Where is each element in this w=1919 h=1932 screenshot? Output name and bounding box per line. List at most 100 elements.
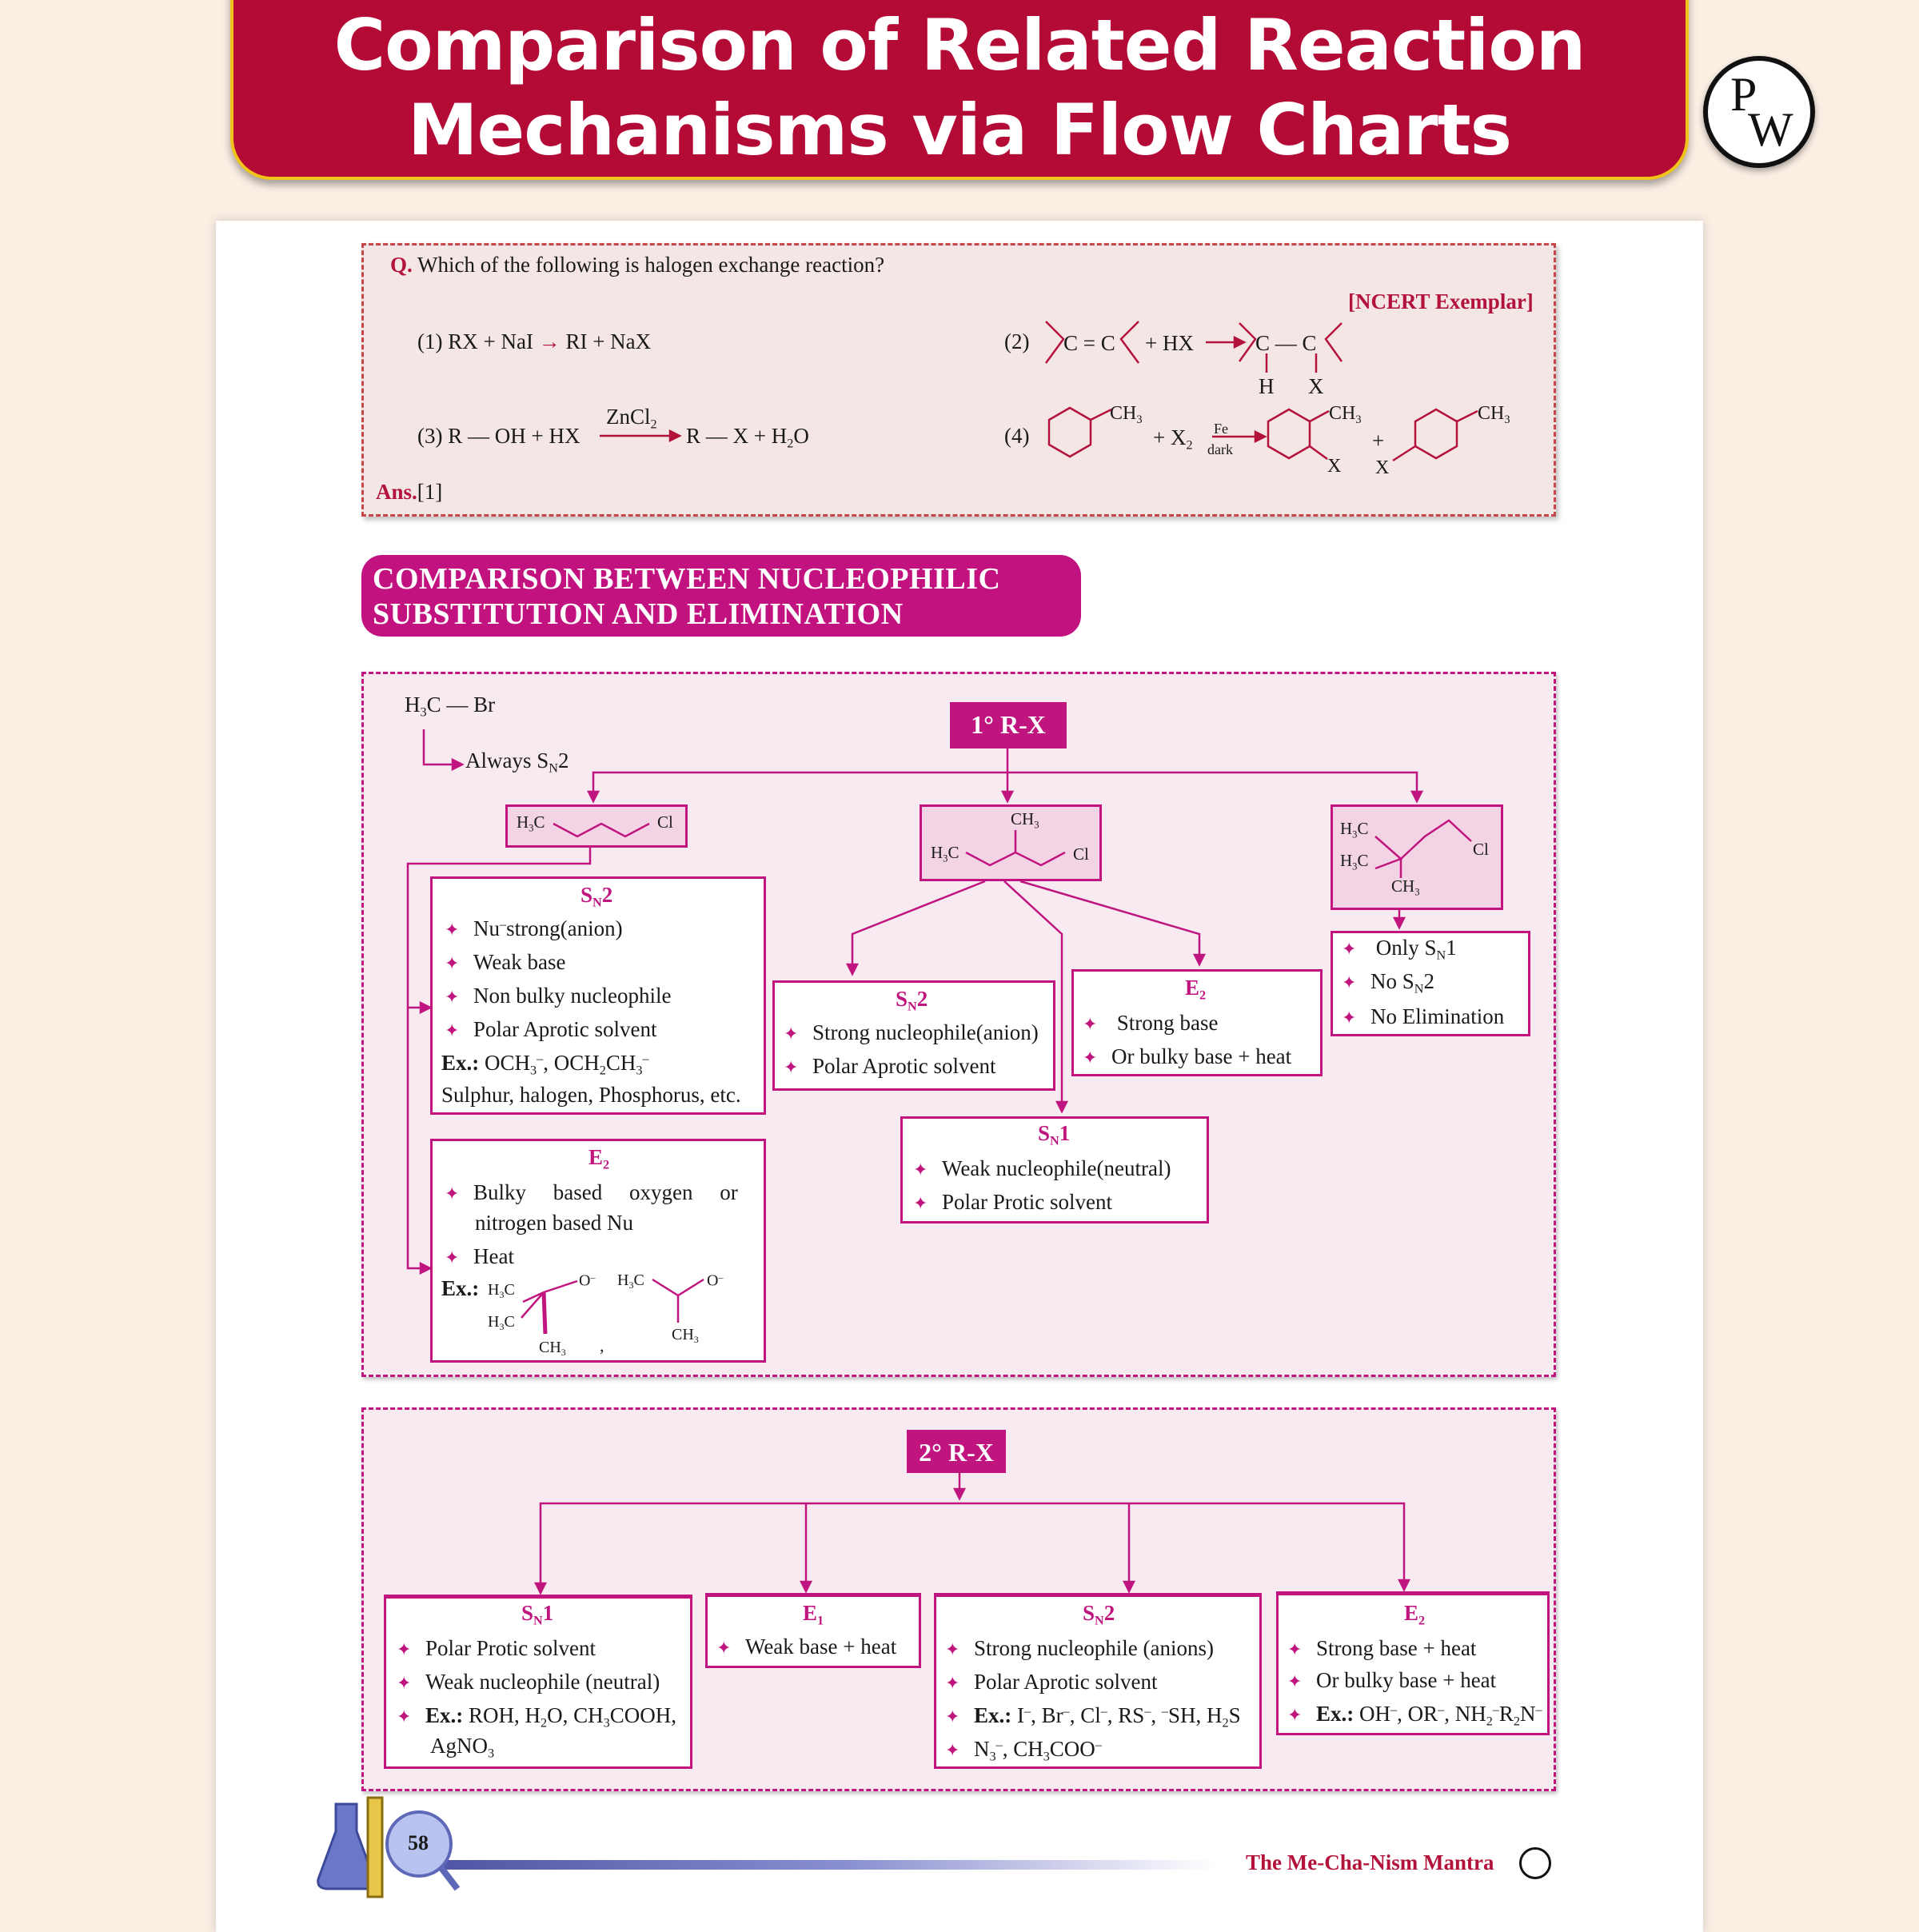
neo-item-2: ✦No SN2 <box>1342 969 1434 996</box>
substrate-2-isobutyl-box <box>920 804 1102 881</box>
ipro-o: O– <box>707 1271 724 1290</box>
ipro-ch3: CH3 <box>672 1326 699 1346</box>
footer-pw-logo-icon <box>1519 1847 1551 1879</box>
tbuo-o-bond <box>543 1279 578 1294</box>
secondary-sn2-head <box>1122 1580 1136 1594</box>
mid-sn2-item-1-text: Strong nucleophile(anion) <box>812 1020 1039 1044</box>
section-title: COMPARISON BETWEEN NUCLEOPHILIC SUBSTITU… <box>361 555 1081 666</box>
option-3-reactants: (3) R — OH + HX <box>417 424 580 448</box>
option-3-arrow-head <box>668 429 682 443</box>
methyl-bromide: H3C — Br <box>405 693 496 720</box>
mid-sn1-box <box>900 1116 1209 1223</box>
option-2-x: X <box>1308 374 1324 398</box>
primary-sn2-item-2-text: Weak base <box>473 950 566 974</box>
secondary-sn2-item-2: ✦Polar Aprotic solvent <box>945 1670 1158 1694</box>
primary-sn2-item-4: ✦Polar Aprotic solvent <box>445 1017 657 1041</box>
feed-e2-head <box>419 1261 433 1275</box>
option-2-arrow-head <box>1233 335 1247 349</box>
option-3-reagent-text: ZnCl <box>606 405 651 429</box>
mid-sn1-item-2: ✦Polar Protic solvent <box>913 1190 1112 1214</box>
primary-e2-item-1-cont: nitrogen based Nu <box>475 1211 633 1235</box>
primary-sn2-item-2: ✦Weak base <box>445 950 566 974</box>
primary-sn2-title-s: S <box>580 883 593 907</box>
option-2-alkene: C = C <box>1063 331 1115 355</box>
secondary-header-head <box>952 1487 967 1501</box>
secondary-e2-head <box>1397 1579 1411 1592</box>
mid-to-e2-line <box>1019 880 1201 960</box>
option-4-arrow-head <box>1254 429 1267 444</box>
primary-header: 1° R-X <box>950 702 1067 748</box>
substrate-3-cl: Cl <box>1473 840 1489 859</box>
methyl-arrow-line <box>422 729 457 766</box>
option-3-reagent: ZnCl2 <box>606 405 657 432</box>
question-line: Q. Which of the following is halogen exc… <box>390 253 884 277</box>
always-sn2: Always SN2 <box>465 748 569 776</box>
mid-sn1-item-1-text: Weak nucleophile(neutral) <box>942 1156 1171 1180</box>
primary-sn2-item-4-text: Polar Aprotic solvent <box>473 1017 657 1041</box>
mid-sn2-box <box>772 980 1055 1091</box>
secondary-e1-title-e: E <box>803 1601 818 1625</box>
secondary-sn2-title: SN2 <box>1083 1601 1115 1628</box>
example-comma: , <box>600 1335 604 1355</box>
question-text: Which of the following is halogen exchan… <box>417 253 885 277</box>
primary-sn2-ex-label: Ex.: <box>441 1051 480 1075</box>
primary-sn2-ex-text: OCH <box>485 1051 531 1075</box>
mid-e2-item-2: ✦Or bulky base + heat <box>1083 1044 1292 1068</box>
neo-item-2-text: No S <box>1370 969 1414 993</box>
mid-e2-box <box>1071 969 1323 1076</box>
page-banner: Comparison of Related Reaction Mechanism… <box>230 0 1689 180</box>
option-2-hx: + HX <box>1145 331 1194 355</box>
primary-e2-title: E2 <box>588 1145 610 1172</box>
logo-letter-w: W <box>1748 103 1793 156</box>
option-1-products: RI + NaX <box>565 329 652 353</box>
magnifier-icon-handle <box>438 1866 461 1891</box>
option-4-ch3-b: CH3 <box>1329 403 1362 427</box>
alkene-right-bonds <box>1119 321 1140 364</box>
benzene-2-methyl-bond <box>1309 409 1330 423</box>
primary-e2-item-1-text: Bulky based oxygen or <box>473 1180 738 1204</box>
secondary-sn2-box <box>934 1593 1262 1769</box>
footer-bar <box>400 1860 1215 1870</box>
substrate-2-h3c: H3C <box>931 843 960 864</box>
flask-icon-tube <box>366 1796 384 1898</box>
substrate-1-chain <box>553 822 650 838</box>
flask-icon-body <box>317 1802 377 1890</box>
primary-e2-box <box>430 1139 766 1363</box>
secondary-e2-ex-label: Ex.: <box>1316 1702 1354 1726</box>
option-4-fe: Fe <box>1214 421 1228 437</box>
substrate-3-h3c-b: H3C <box>1340 851 1369 872</box>
primary-sn2-item-3: ✦Non bulky nucleophile <box>445 984 672 1008</box>
branch-right-head <box>1410 790 1424 804</box>
option-1: (1) RX + NaI → RI + NaX <box>417 329 651 354</box>
primary-sn2-title: SN2 <box>580 883 613 910</box>
secondary-e2-title: E2 <box>1404 1601 1426 1628</box>
secondary-sn1-item-2-text: Weak nucleophile (neutral) <box>425 1670 660 1694</box>
secondary-sn1-title: SN1 <box>521 1601 554 1628</box>
footer-book-title: The Me-Cha-Nism Mantra <box>1246 1850 1494 1874</box>
magnifier-icon <box>385 1810 453 1878</box>
tbuo-h3c-a: H3C <box>488 1281 515 1301</box>
option-4-x2: + X2 <box>1153 425 1193 453</box>
secondary-e2-item-3: ✦Ex.: OH–, OR–, NH2–R2N– <box>1287 1702 1542 1729</box>
benzene-3-x-bond <box>1392 445 1416 462</box>
pw-logo: P W <box>1703 56 1815 168</box>
feed-sn2-head <box>419 1000 433 1015</box>
alkene-left-bonds <box>1044 321 1065 364</box>
primary-sn2-item-1-nu: Nu <box>473 916 500 940</box>
secondary-e1-title: E1 <box>803 1601 824 1628</box>
primary-e2-item-2-text: Heat <box>473 1244 514 1268</box>
option-4-label: (4) <box>1004 424 1030 448</box>
benzene-2-x-bond <box>1309 445 1328 461</box>
mid-sn2-item-1: ✦Strong nucleophile(anion) <box>784 1020 1039 1044</box>
substrate-3-ch3: CH3 <box>1391 876 1420 898</box>
secondary-sn2-item-1: ✦Strong nucleophile (anions) <box>945 1636 1214 1660</box>
mid-sn1-item-2-text: Polar Protic solvent <box>942 1190 1112 1214</box>
neo-down-head <box>1392 916 1406 930</box>
banner-title-line1: Comparison of Related Reaction <box>333 3 1586 86</box>
option-4-ch3-a: CH3 <box>1110 403 1143 427</box>
primary-sn2-item-3-text: Non bulky nucleophile <box>473 984 672 1008</box>
secondary-sn2-item-4: ✦N3–, CH3COO– <box>945 1737 1102 1764</box>
neopentyl-result-box <box>1331 931 1530 1036</box>
